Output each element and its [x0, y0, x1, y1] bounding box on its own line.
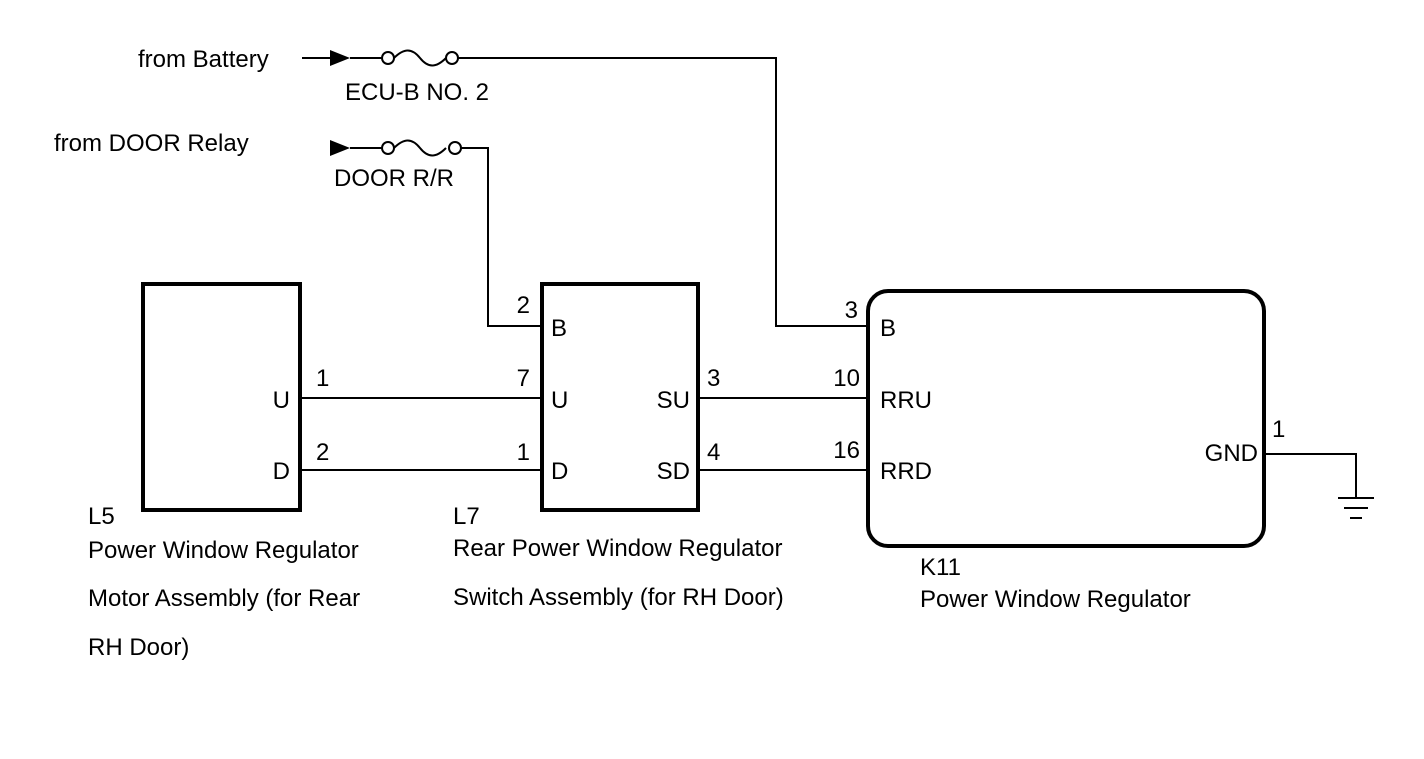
component-l5: U D 1 2 L5 Power Window Regulator Motor …	[88, 282, 360, 661]
l7-name-line1: Rear Power Window Regulator	[453, 535, 782, 562]
l5-code: L5	[88, 503, 115, 530]
component-l7: B U D SU SD 2 7 1 3 4 L7 Rear Power Wind…	[453, 282, 784, 611]
k11-code: K11	[920, 554, 961, 581]
l5-name-line3: RH Door)	[88, 634, 189, 661]
l7-pin-su: 3	[707, 365, 720, 392]
fuse-icon	[381, 139, 462, 157]
k11-pin-rru: 10	[833, 365, 860, 392]
k11-name-line1: Power Window Regulator	[920, 586, 1191, 613]
fuse-label-ecu-b: ECU-B NO. 2	[345, 79, 489, 106]
l7-terminal-d: D	[551, 458, 568, 485]
k11-box	[866, 289, 1266, 548]
k11-terminal-gnd: GND	[1205, 440, 1258, 467]
source-label-door-relay: from DOOR Relay	[54, 130, 249, 157]
l5-terminal-d: D	[273, 458, 290, 485]
arrow-icon	[330, 50, 350, 66]
l7-terminal-u: U	[551, 387, 568, 414]
l7-terminal-b: B	[551, 315, 567, 342]
l5-name-line1: Power Window Regulator	[88, 537, 359, 564]
l5-pin-u: 1	[316, 365, 329, 392]
l7-pin-b: 2	[517, 292, 530, 319]
l7-pin-u: 7	[517, 365, 530, 392]
door-relay-feed: from DOOR Relay DOOR R/R	[54, 130, 542, 327]
k11-pin-gnd: 1	[1272, 416, 1285, 443]
l5-box	[141, 282, 302, 512]
battery-feed: from Battery ECU-B NO. 2	[138, 46, 868, 327]
source-label-battery: from Battery	[138, 46, 269, 73]
l7-terminal-sd: SD	[657, 458, 690, 485]
k11-pin-rrd: 16	[833, 437, 860, 464]
k11-terminal-rru: RRU	[880, 387, 932, 414]
arrow-icon	[330, 140, 350, 156]
ground-icon	[1266, 453, 1374, 519]
fuse-label-door-rr: DOOR R/R	[334, 165, 454, 192]
l7-box	[540, 282, 700, 512]
component-k11: B RRU RRD GND 3 10 16 1 K11 Power Window…	[833, 289, 1285, 613]
l7-terminal-su: SU	[657, 387, 690, 414]
l7-code: L7	[453, 503, 480, 530]
k11-pin-b: 3	[845, 297, 858, 324]
l5-pin-d: 2	[316, 439, 329, 466]
l5-terminal-u: U	[273, 387, 290, 414]
l7-pin-d: 1	[517, 439, 530, 466]
l5-name-line2: Motor Assembly (for Rear	[88, 585, 360, 612]
k11-terminal-rrd: RRD	[880, 458, 932, 485]
l7-name-line2: Switch Assembly (for RH Door)	[453, 584, 784, 611]
l7-pin-sd: 4	[707, 439, 720, 466]
fuse-icon	[381, 49, 459, 67]
k11-terminal-b: B	[880, 315, 896, 342]
